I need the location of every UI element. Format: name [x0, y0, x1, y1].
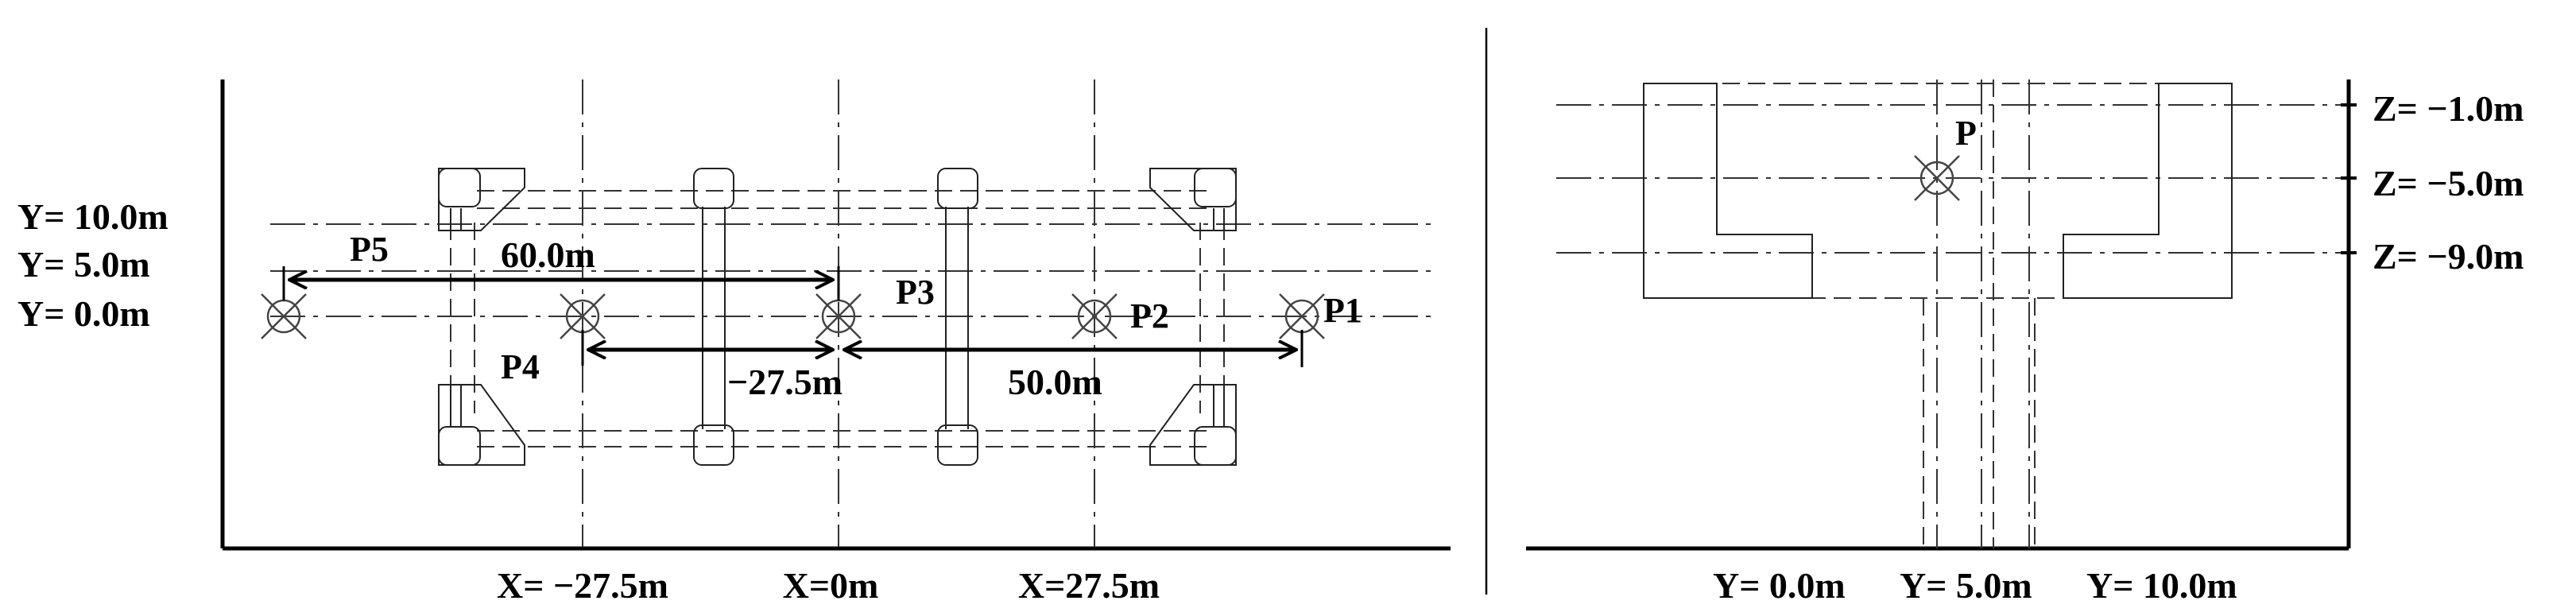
plan-x-label-0: X=0m — [783, 565, 879, 606]
point-label-p5: P5 — [350, 230, 389, 269]
section-y-label-0: Y= 0.0m — [1713, 565, 1846, 606]
point-marker-p — [1914, 155, 1960, 201]
section-y-label-10: Y= 10.0m — [2086, 565, 2237, 606]
dimension-50m — [844, 330, 1303, 367]
section-z-label-9: Z= −9.0m — [2373, 236, 2524, 277]
point-marker-p3 — [815, 293, 862, 339]
point-label-p2: P2 — [1130, 296, 1169, 335]
abutment-section-right — [2063, 83, 2233, 299]
point-marker-p5 — [261, 293, 307, 339]
plan-x-label-neg27: X= −27.5m — [497, 565, 668, 606]
point-marker-p2 — [1071, 293, 1118, 339]
beam-bottom — [477, 430, 1208, 447]
abutment-top-right — [1149, 168, 1237, 231]
pile-cap — [937, 168, 978, 209]
point-label-p: P — [1955, 114, 1977, 153]
dimension-label-neg27m: −27.5m — [727, 362, 843, 402]
column-member-1 — [702, 207, 726, 429]
pile-cap — [693, 424, 734, 466]
plan-y-label-5: Y= 5.0m — [17, 244, 150, 285]
point-label-p4: P4 — [501, 347, 540, 386]
abutment-top-left — [438, 168, 525, 231]
abutment-bottom-right — [1149, 384, 1237, 466]
plan-view: Y= 10.0m Y= 5.0m Y= 0.0m X= −27.5m X=0m … — [17, 79, 1451, 606]
plan-x-label-27: X=27.5m — [1018, 565, 1160, 606]
plan-y-label-0: Y= 0.0m — [17, 293, 150, 334]
dimension-label-60m: 60.0m — [501, 234, 595, 275]
abutment-bottom-left — [438, 384, 525, 466]
dimension-neg27m — [581, 330, 833, 366]
section-y-label-5: Y= 5.0m — [1900, 565, 2032, 606]
column-member-2 — [945, 207, 969, 429]
dimension-60m — [282, 266, 840, 300]
section-z-label-1: Z= −1.0m — [2373, 88, 2524, 129]
section-view: P Z= −1.0m Z= −5.0m Z= −9.0m Y= 0.0m Y= … — [1526, 79, 2524, 606]
abutment-section-left — [1643, 83, 1813, 299]
section-z-label-5: Z= −5.0m — [2373, 163, 2524, 203]
pile-cap — [693, 168, 734, 209]
beam-top — [477, 190, 1208, 209]
dimension-label-50m: 50.0m — [1008, 362, 1102, 402]
point-label-p3: P3 — [896, 273, 935, 312]
plan-y-label-10: Y= 10.0m — [17, 196, 169, 237]
point-label-p1: P1 — [1323, 291, 1362, 330]
pile-cap — [937, 424, 978, 466]
